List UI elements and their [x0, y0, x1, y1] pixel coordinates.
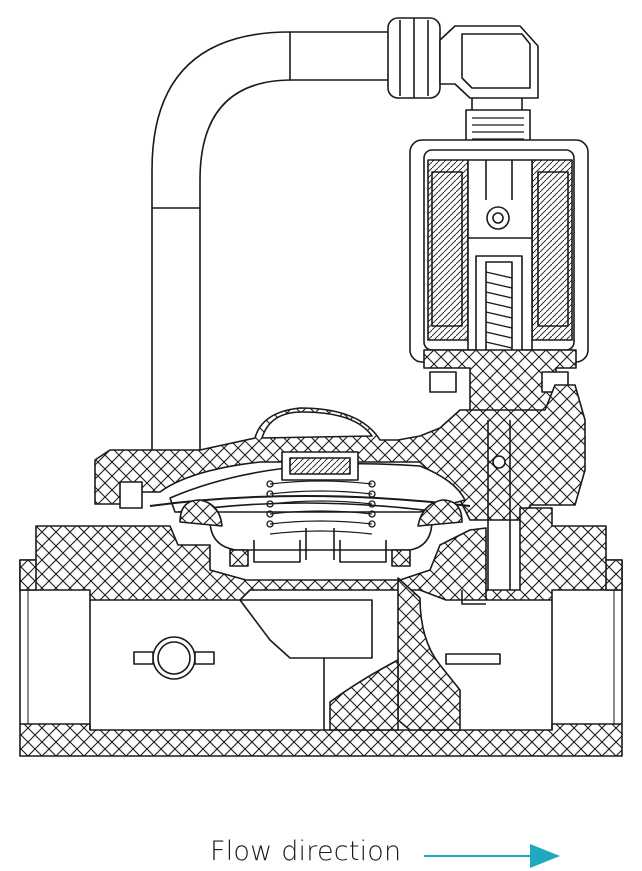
valve-body — [19, 507, 623, 757]
diaphragm-assembly — [149, 451, 471, 567]
tube-fitting — [387, 17, 539, 112]
arrow-head — [530, 844, 560, 868]
flow-direction-label: Flow direction — [210, 836, 402, 867]
gauge-port — [133, 636, 215, 680]
solenoid-coil — [409, 139, 589, 363]
flow-direction-arrow-icon — [424, 844, 560, 868]
pilot-passage — [487, 420, 511, 600]
main-spring — [266, 480, 376, 535]
pilot-tube — [151, 31, 395, 450]
valve-cross-section-drawing — [19, 17, 623, 757]
